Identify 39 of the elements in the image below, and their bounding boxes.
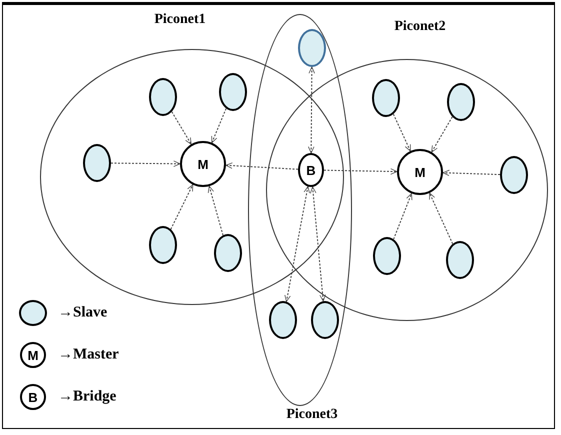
slave-node [372, 79, 400, 117]
arrow [393, 192, 412, 240]
slave-node [83, 144, 111, 182]
master-symbol: M [20, 342, 46, 368]
slave-node [214, 234, 242, 272]
slave-node [269, 301, 297, 339]
arrow [170, 184, 194, 230]
piconet-label: Piconet3 [286, 407, 338, 423]
master-node: M [180, 141, 226, 187]
legend-text: →Bridge [58, 388, 116, 406]
arrow [171, 111, 192, 145]
arrow [225, 162, 298, 170]
slave-node [149, 226, 177, 264]
arrow [211, 108, 227, 144]
arrow [110, 160, 180, 167]
bridge-symbol: B [20, 384, 46, 410]
master-node: M [397, 149, 443, 195]
arrow [310, 186, 326, 302]
slave-node [373, 237, 401, 275]
piconet-label: Piconet1 [154, 12, 206, 28]
slave-node [447, 83, 475, 121]
slave-node [298, 29, 326, 67]
arrow [324, 168, 398, 175]
piconet-label: Piconet2 [394, 19, 446, 35]
slave-node [149, 78, 177, 116]
slave-node [446, 241, 474, 279]
legend-text: →Slave [58, 304, 108, 322]
arrow [442, 170, 500, 176]
slave-node [311, 301, 339, 339]
arrow [208, 186, 224, 236]
arrow [392, 114, 411, 152]
bridge-node: B [298, 153, 324, 187]
arrow [308, 66, 315, 154]
arrow [429, 192, 454, 244]
arrow [431, 116, 453, 153]
slave-node [219, 73, 247, 111]
arrow [284, 186, 310, 302]
slave-node [500, 156, 528, 194]
legend-text: →Master [58, 346, 119, 364]
